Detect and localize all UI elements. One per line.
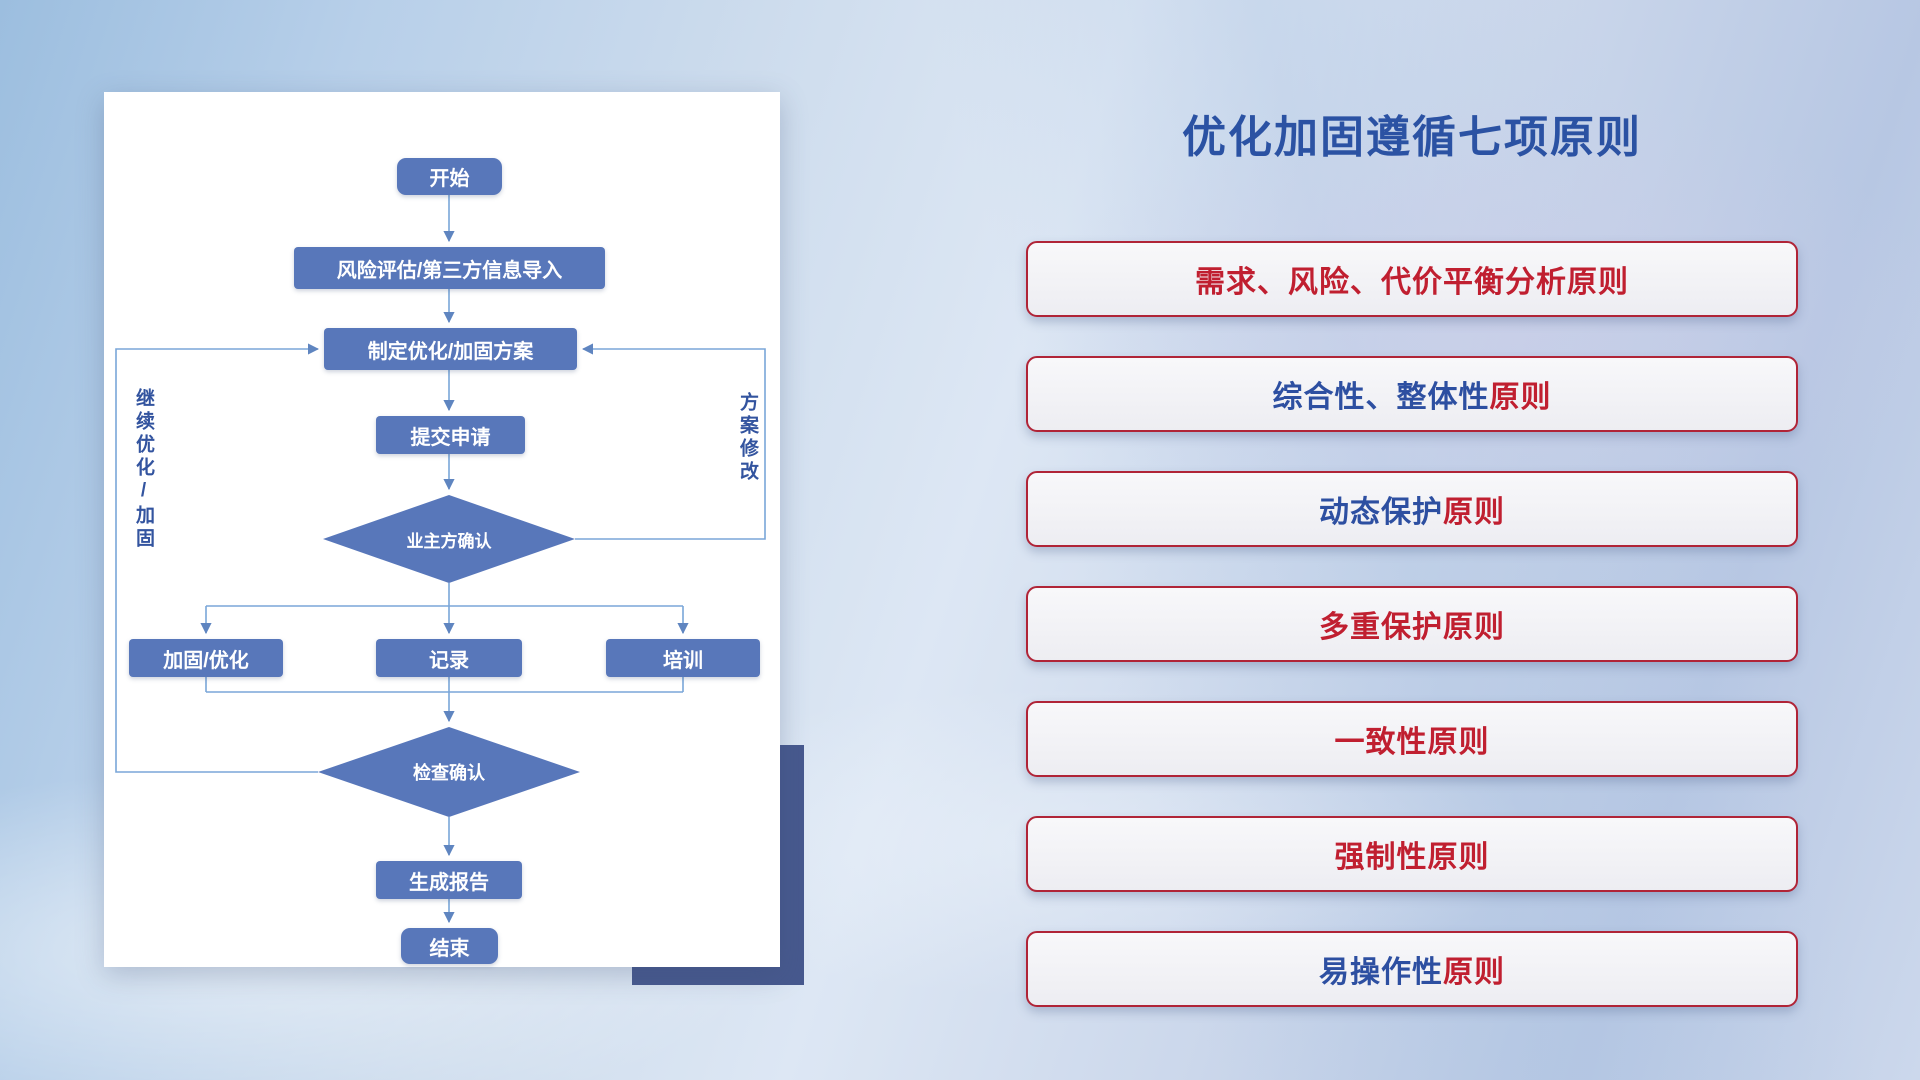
principle-label: 强制性原则	[1334, 841, 1490, 874]
principle-box: 多重保护原则	[1026, 586, 1798, 662]
flow-node-risk-import: 风险评估/第三方信息导入	[294, 247, 605, 289]
flow-node-start: 开始	[397, 158, 502, 195]
loop-label-plan-revision: 方案修改	[737, 392, 758, 484]
principle-box: 动态保护原则	[1026, 471, 1798, 547]
panel-title: 优化加固遵循七项原则	[1182, 113, 1642, 162]
principle-box: 强制性原则	[1026, 816, 1798, 892]
flow-node-training: 培训	[606, 639, 760, 677]
flowchart-card: 开始 风险评估/第三方信息导入 制定优化/加固方案 提交申请 业主方确认 加固/…	[104, 92, 780, 967]
loop-label-continue-optimize: 继续优化/加固	[133, 388, 154, 551]
flow-node-end: 结束	[401, 928, 498, 964]
flow-node-submit-request: 提交申请	[376, 416, 525, 454]
flow-node-reinforce-optimize: 加固/优化	[129, 639, 283, 677]
principle-label: 多重保护原则	[1319, 611, 1505, 644]
principle-label: 需求、风险、代价平衡分析原则	[1195, 266, 1629, 299]
flowchart-connectors	[115, 195, 766, 924]
principle-label: 动态保护原则	[1319, 496, 1505, 529]
principle-label: 综合性、整体性原则	[1272, 381, 1552, 414]
principle-label: 一致性原则	[1334, 726, 1490, 759]
principle-box: 一致性原则	[1026, 701, 1798, 777]
principle-label: 易操作性原则	[1319, 956, 1505, 989]
principle-box: 易操作性原则	[1026, 931, 1798, 1007]
principle-box: 综合性、整体性原则	[1026, 356, 1798, 432]
flow-node-record: 记录	[376, 639, 522, 677]
principle-box: 需求、风险、代价平衡分析原则	[1026, 241, 1798, 317]
flow-node-generate-report: 生成报告	[376, 861, 522, 899]
flow-node-make-plan: 制定优化/加固方案	[324, 328, 577, 370]
principles-list: 需求、风险、代价平衡分析原则 综合性、整体性原则 动态保护原则 多重保护原则 一…	[1026, 241, 1798, 1007]
